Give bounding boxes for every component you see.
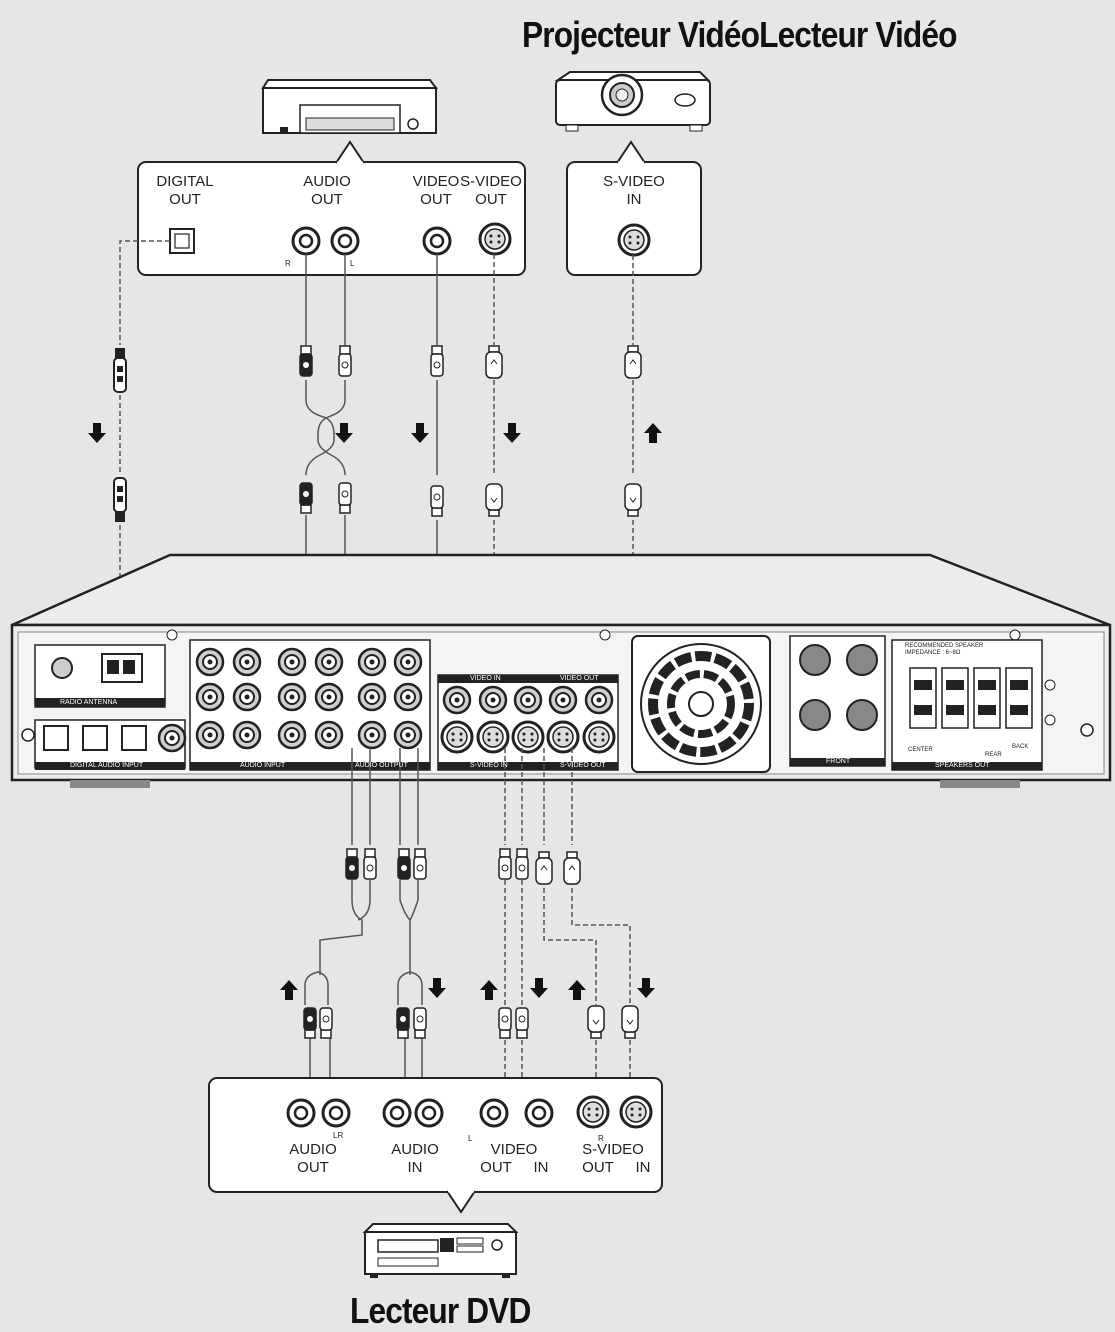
top-arrows: [88, 423, 662, 443]
video-player-panel: [137, 140, 526, 276]
digital-audio-input-label: DIGITAL AUDIO INPUT: [70, 762, 144, 769]
speakers-out-label: SPEAKERS OUT: [935, 762, 990, 769]
center-label: CENTER: [908, 747, 933, 753]
l-label: L: [350, 259, 355, 268]
dvd-lr-label: LR: [333, 1131, 344, 1140]
audio-input-label: AUDIO INPUT: [240, 762, 286, 769]
dvd-video-in-label: IN: [533, 1159, 549, 1176]
projector-device: [554, 71, 711, 132]
title-dvd-player: Lecteur DVD: [350, 1290, 531, 1331]
video-out-receiver-label: VIDEO OUT: [560, 675, 599, 682]
radio-antenna-label: RADIO ANTENNA: [60, 699, 118, 706]
video-in-label: VIDEO IN: [470, 675, 501, 682]
audio-output-label: AUDIO OUTPUT: [355, 762, 408, 769]
dvd-video-out-label: OUT: [480, 1159, 512, 1176]
dvd-svideo-out-label: OUT: [582, 1159, 614, 1176]
dvd-r-label: R: [598, 1134, 604, 1143]
recommended-impedance-label: RECOMMENDED SPEAKER IMPEDANCE : 6~8Ω: [905, 643, 984, 656]
video-player-device: [261, 79, 438, 134]
dvd-svideo-in-label: IN: [635, 1159, 651, 1176]
av-receiver: [10, 553, 1112, 788]
top-plugs: [113, 345, 642, 522]
projector-panel: [566, 140, 702, 276]
dvd-l-label: L: [468, 1134, 473, 1143]
r-label: R: [285, 259, 291, 268]
svideo-out-receiver-label: S-VIDEO OUT: [560, 762, 606, 769]
rear-label: REAR: [985, 752, 1002, 758]
front-label: FRONT: [826, 758, 851, 765]
bottom-arrows: [280, 978, 655, 1000]
dvd-panel: [208, 1077, 663, 1214]
dvd-video-label: VIDEO: [490, 1141, 538, 1158]
back-label: BACK: [1012, 744, 1029, 750]
dvd-svideo-label: S-VIDEO: [582, 1141, 644, 1158]
bottom-cables: [304, 748, 631, 1109]
svideo-in-receiver-label: S-VIDEO IN: [470, 762, 508, 769]
bottom-plugs: [303, 848, 639, 1039]
title-projector-player: Projecteur VidéoLecteur Vidéo: [522, 14, 957, 55]
dvd-device: [362, 1223, 519, 1278]
